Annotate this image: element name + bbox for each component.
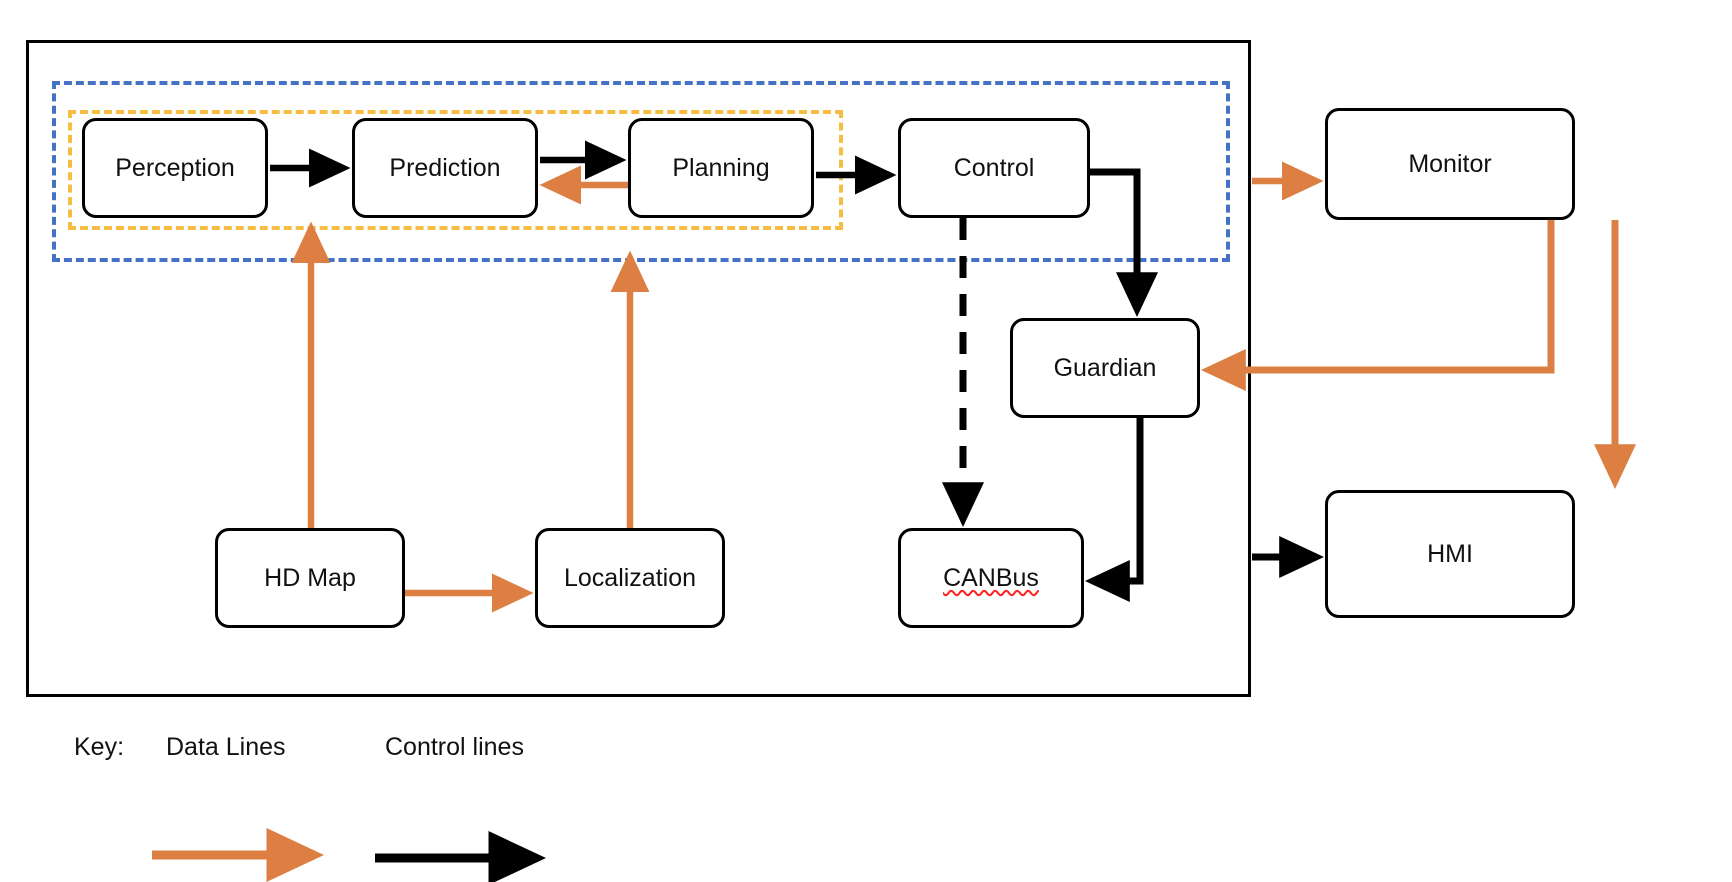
node-perception[interactable]: Perception: [82, 118, 268, 218]
key-label: Key:: [74, 733, 125, 761]
key-control-lines-label: Control lines: [385, 733, 524, 761]
group-core-pipeline-dashed-yellow: [68, 110, 843, 230]
node-guardian[interactable]: Guardian: [1010, 318, 1200, 418]
node-guardian-label: Guardian: [1053, 353, 1157, 382]
node-hd-map-label: HD Map: [264, 563, 356, 592]
node-localization[interactable]: Localization: [535, 528, 725, 628]
node-control[interactable]: Control: [898, 118, 1090, 218]
node-canbus-label: CANBus: [943, 563, 1039, 592]
node-monitor-label: Monitor: [1408, 149, 1492, 178]
edge-monitor-to-guardian: [1201, 220, 1555, 391]
node-perception-label: Perception: [115, 153, 235, 182]
node-hmi-label: HMI: [1427, 539, 1473, 568]
edge-control-to-guardian: [1090, 168, 1158, 317]
edge-guardian-to-canbus: [1085, 418, 1144, 602]
key-data-lines-label: Data Lines: [166, 733, 286, 761]
node-localization-label: Localization: [563, 563, 697, 592]
node-prediction[interactable]: Prediction: [352, 118, 538, 218]
node-control-label: Control: [953, 153, 1035, 182]
node-hmi[interactable]: HMI: [1325, 490, 1575, 618]
node-canbus[interactable]: CANBus: [898, 528, 1084, 628]
node-hd-map[interactable]: HD Map: [215, 528, 405, 628]
node-planning-label: Planning: [672, 153, 770, 182]
node-monitor[interactable]: Monitor: [1325, 108, 1575, 220]
node-prediction-label: Prediction: [389, 153, 501, 182]
node-planning[interactable]: Planning: [628, 118, 814, 218]
